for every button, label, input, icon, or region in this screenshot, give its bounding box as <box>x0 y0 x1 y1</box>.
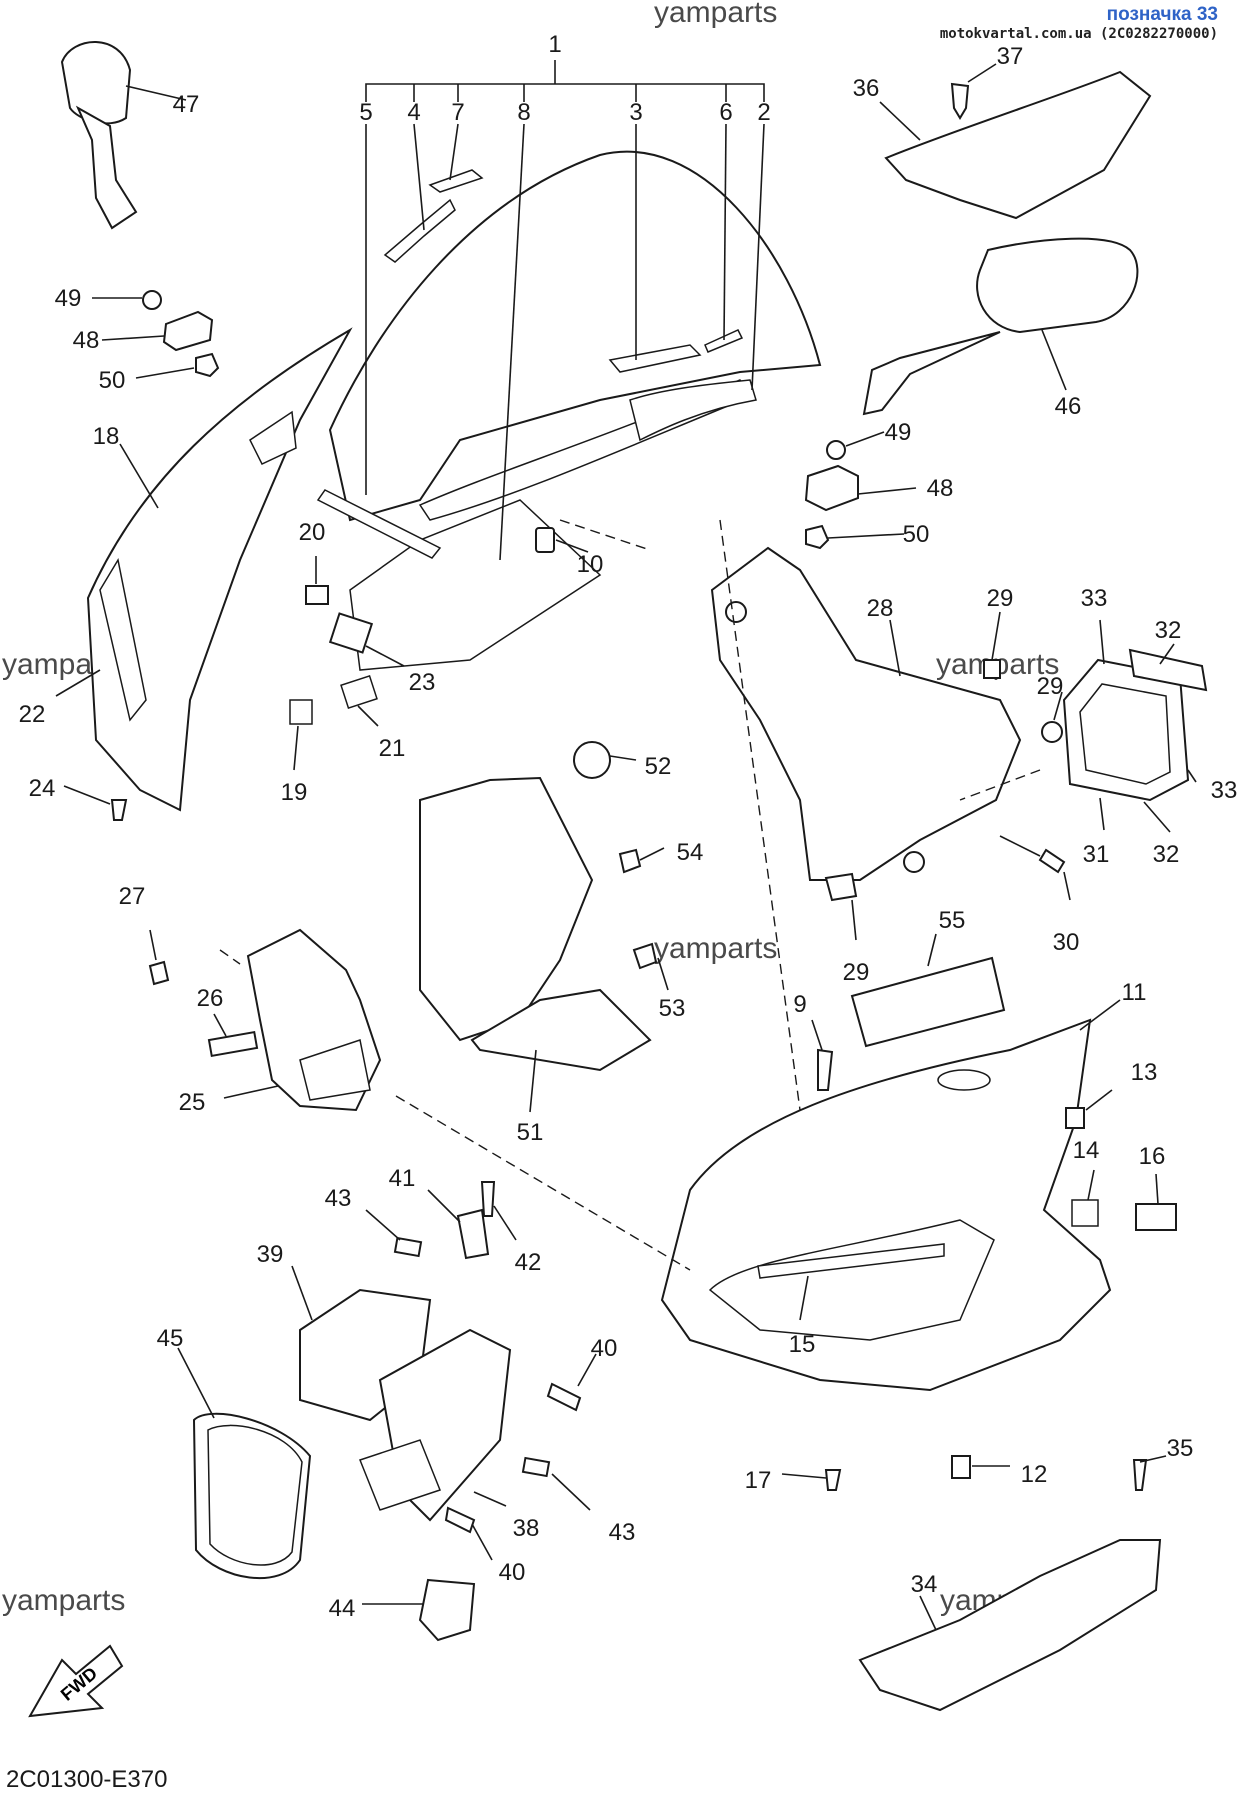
part-number-label: 45 <box>157 1325 184 1352</box>
part-number-label: 29 <box>843 959 870 986</box>
part-number-label: 22 <box>19 701 46 728</box>
part-number-label: 43 <box>325 1185 352 1212</box>
part-number-label: 20 <box>299 519 326 546</box>
inner-panel-center <box>419 741 669 1113</box>
part-number-label: 17 <box>745 1467 772 1494</box>
air-duct-left <box>148 928 382 1112</box>
part-number-label: 32 <box>1153 841 1180 868</box>
part-number-label: 32 <box>1155 617 1182 644</box>
part-number-label: 31 <box>1083 841 1110 868</box>
part-number-label: 50 <box>903 521 930 548</box>
watermark: yamparts <box>654 0 778 29</box>
windscreen-group <box>316 60 822 671</box>
part-number-label: 49 <box>885 419 912 446</box>
part-number-label: 10 <box>577 551 604 578</box>
part-number-label: 9 <box>793 991 806 1018</box>
part-number-label: 2 <box>757 99 770 126</box>
part-number-label: 4 <box>407 99 420 126</box>
catalog-code: 2C01300-E370 <box>6 1766 168 1793</box>
part-number-label: 12 <box>1021 1461 1048 1488</box>
part-number-label: 13 <box>1131 1059 1158 1086</box>
side-cowling-left <box>55 327 405 821</box>
part-number-label: 23 <box>409 669 436 696</box>
reference-label: позначка 33 <box>1106 4 1218 25</box>
part-number-label: 54 <box>677 839 704 866</box>
part-number-label: 47 <box>173 91 200 118</box>
part-number-label: 55 <box>939 907 966 934</box>
part-number-label: 52 <box>645 753 672 780</box>
part-number-label: 15 <box>789 1331 816 1358</box>
part-number-label: 38 <box>513 1515 540 1542</box>
part-number-label: 44 <box>329 1595 356 1622</box>
part-number-label: 14 <box>1073 1137 1100 1164</box>
part-number-label: 48 <box>927 475 954 502</box>
part-number-label: 6 <box>719 99 732 126</box>
part-number-label: 29 <box>987 585 1014 612</box>
emblem <box>850 933 1006 1048</box>
part-number-label: 40 <box>499 1559 526 1586</box>
air-duct-right <box>1062 619 1208 833</box>
part-number-label: 46 <box>1055 393 1082 420</box>
part-number-label: 33 <box>1211 777 1238 804</box>
watermark: yamparts <box>2 1584 126 1617</box>
part-number-label: 7 <box>451 99 464 126</box>
part-number-label: 18 <box>93 423 120 450</box>
part-number-label: 16 <box>1139 1143 1166 1170</box>
part-number-label: 3 <box>629 99 642 126</box>
part-number-label: 42 <box>515 1249 542 1276</box>
inner-cover-upper <box>879 63 1152 220</box>
part-number-label: 1 <box>548 31 561 58</box>
part-number-label: 35 <box>1167 1435 1194 1462</box>
source-site-label: motokvartal.com.ua (2C0282270000) <box>939 26 1218 42</box>
part-number-label: 30 <box>1053 929 1080 956</box>
part-number-label: 19 <box>281 779 308 806</box>
part-number-label: 40 <box>591 1335 618 1362</box>
part-number-label: 11 <box>1122 979 1147 1006</box>
part-number-label: 41 <box>389 1165 416 1192</box>
part-number-label: 8 <box>517 99 530 126</box>
fairing-box-lower <box>177 1181 597 1642</box>
forward-direction-icon: FWD <box>28 1644 124 1718</box>
inner-cover-lower <box>858 1455 1167 1712</box>
part-number-label: 50 <box>99 367 126 394</box>
part-number-label: 28 <box>867 595 894 622</box>
part-number-label: 36 <box>853 75 880 102</box>
part-number-label: 43 <box>609 1519 636 1546</box>
part-number-label: 25 <box>179 1089 206 1116</box>
watermark: yamparts <box>654 932 778 965</box>
part-number-label: 49 <box>55 285 82 312</box>
part-number-label: 34 <box>911 1571 938 1598</box>
part-number-label: 48 <box>73 327 100 354</box>
part-number-label: 29 <box>1037 673 1064 700</box>
part-number-label: 53 <box>659 995 686 1022</box>
part-number-label: 21 <box>379 735 406 762</box>
side-cowling-right <box>660 999 1177 1491</box>
part-number-label: 5 <box>359 99 372 126</box>
cowling-stay <box>710 546 1071 941</box>
part-number-label: 51 <box>517 1119 544 1146</box>
mirror-right <box>804 237 1139 550</box>
part-number-label: 37 <box>997 43 1024 70</box>
part-number-label: 27 <box>119 883 146 910</box>
mirror-left <box>60 41 220 379</box>
part-number-label: 33 <box>1081 585 1108 612</box>
part-number-label: 39 <box>257 1241 284 1268</box>
part-number-label: 26 <box>197 985 224 1012</box>
part-number-label: 24 <box>29 775 56 802</box>
